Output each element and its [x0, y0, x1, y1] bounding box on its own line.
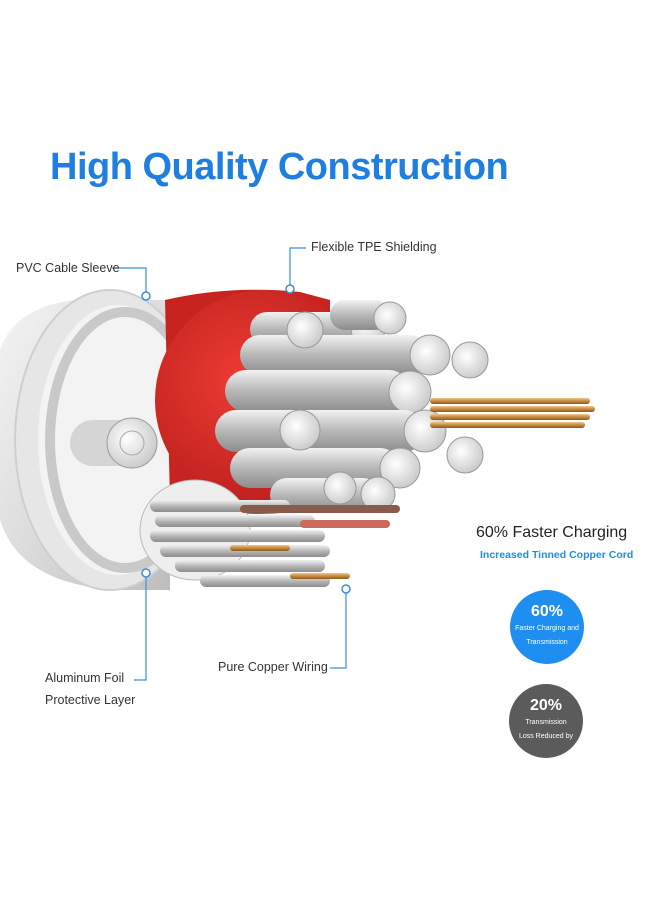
aluminum-foil-label: Aluminum Foil Protective Layer: [45, 667, 135, 711]
tpe-shielding-label: Flexible TPE Shielding: [311, 240, 437, 254]
aluminum-strand: [70, 417, 158, 469]
badge-value: 20%: [529, 697, 563, 714]
badge-text-line2: Transmission: [526, 639, 568, 646]
callout-dots: [141, 284, 351, 594]
feature-title: 60% Faster Charging: [476, 524, 628, 541]
lower-wire-bundle: [139, 479, 400, 587]
badge-faster-charging: 60% Faster Charging and Transmission: [510, 590, 584, 664]
silver-conductor-bundle: [215, 300, 489, 512]
badge-value: 60%: [530, 603, 564, 620]
badge-text-line1: Faster Charging and: [515, 625, 579, 632]
feature-subtitle: Increased Tinned Copper Cord: [480, 549, 634, 561]
badge-loss-reduced: 20% Transmission Loss Reduced by: [509, 684, 583, 758]
badge-text-line2: Loss Reduced by: [518, 733, 574, 740]
callout-lines: [112, 247, 347, 681]
copper-core: [430, 398, 595, 428]
page-title: High Quality Construction: [50, 146, 509, 188]
copper-wiring-label: Pure Copper Wiring: [218, 660, 328, 674]
badge-text-line1: Transmission: [525, 719, 567, 726]
aluminum-foil-label-line2: Protective Layer: [45, 693, 136, 707]
aluminum-foil-label-line1: Aluminum Foil: [45, 671, 125, 685]
pvc-cable-sleeve-label: PVC Cable Sleeve: [16, 261, 120, 275]
